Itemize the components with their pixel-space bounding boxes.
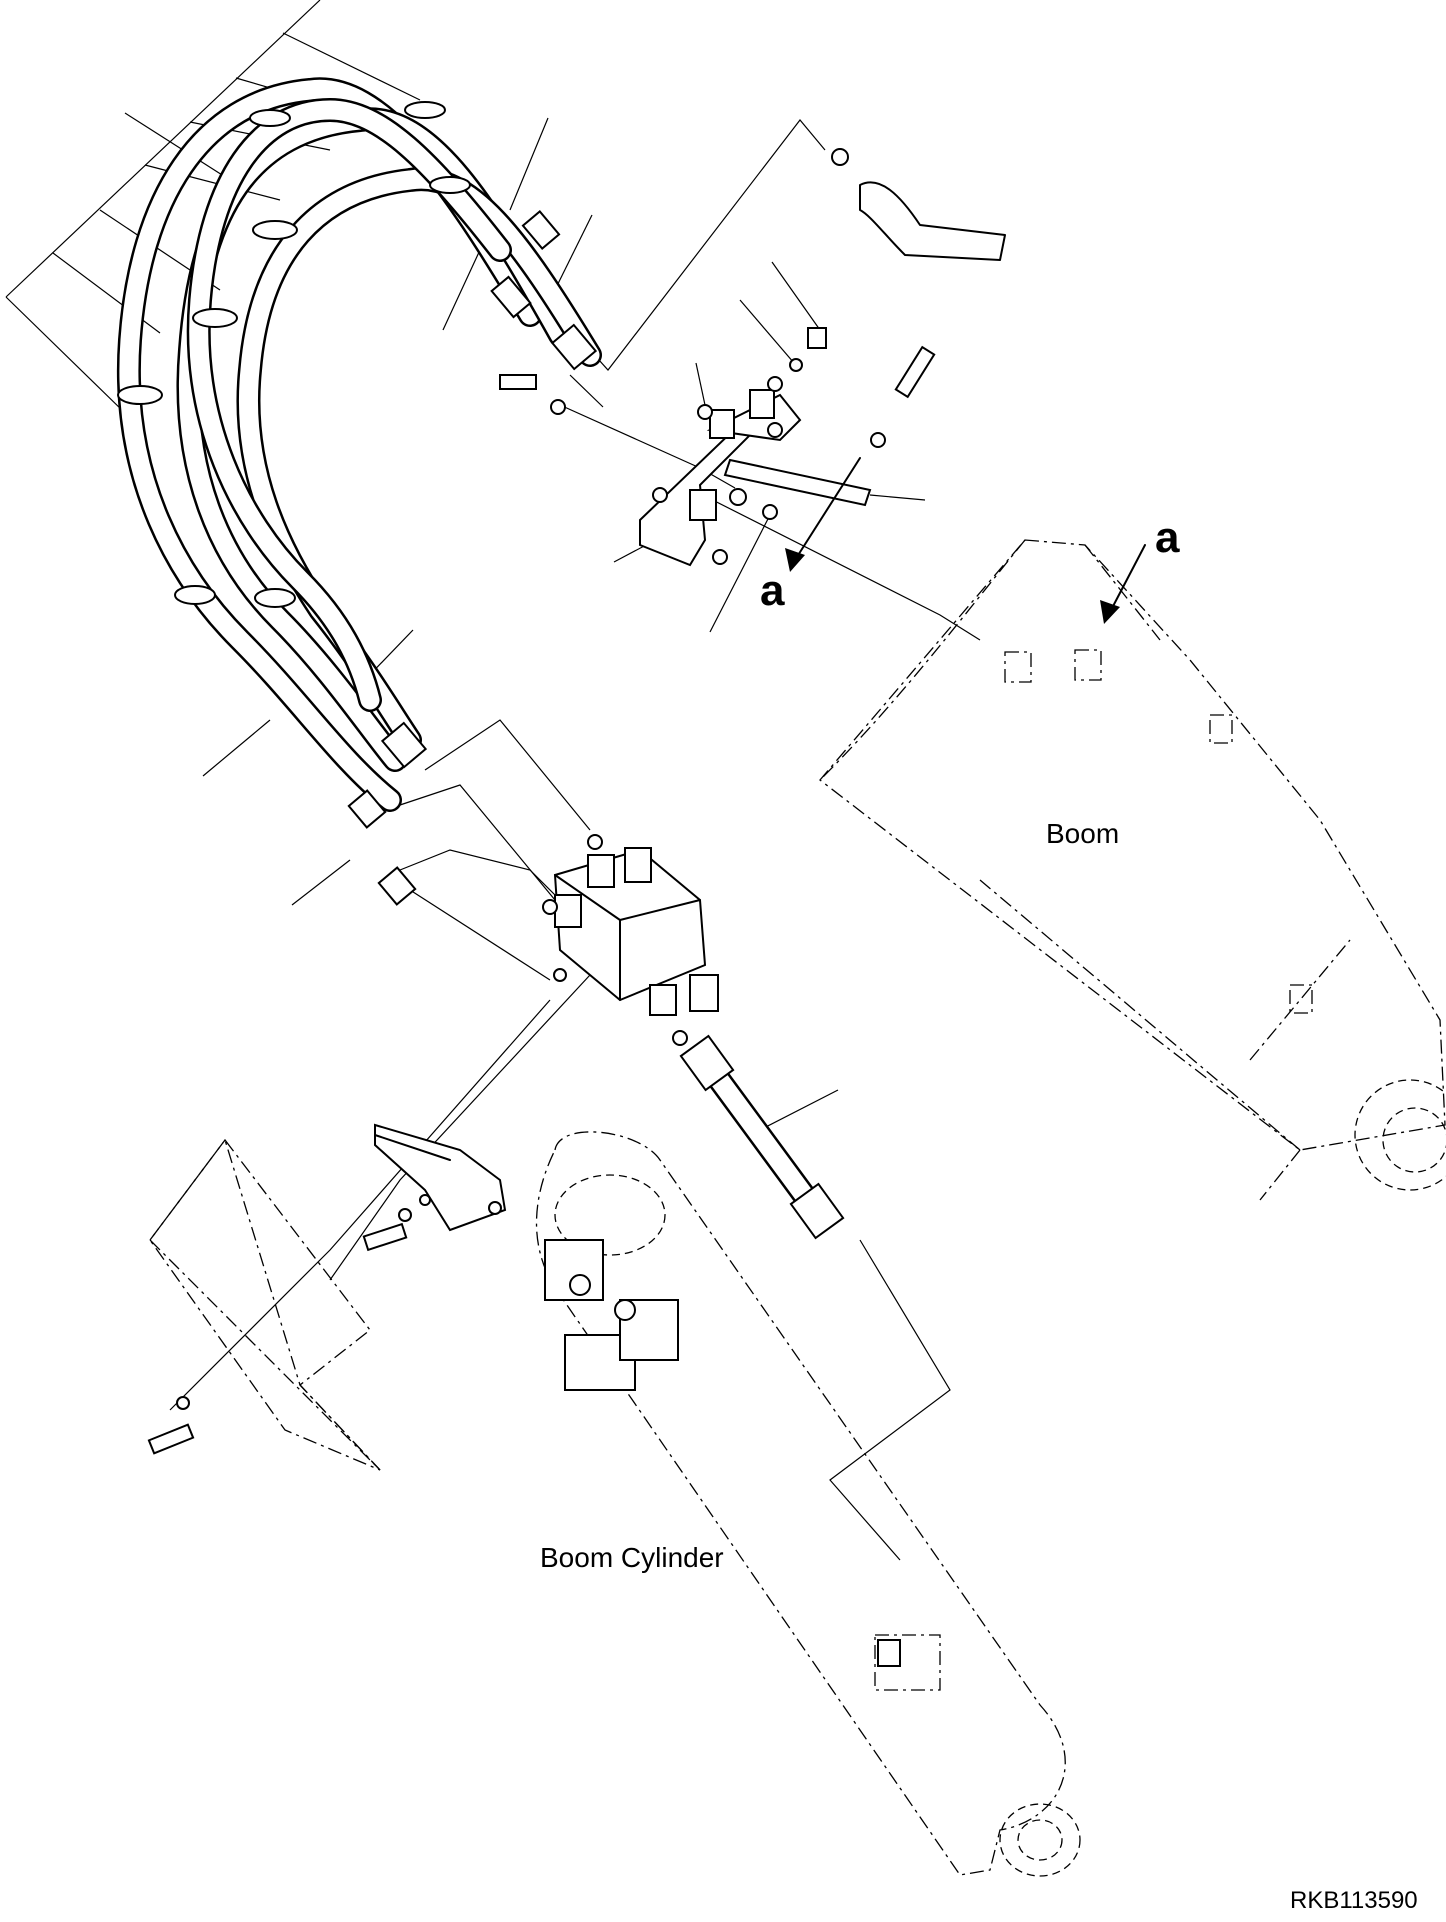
- drawing-number: RKB113590: [1290, 1887, 1418, 1914]
- view-marker-label-2: a: [1155, 513, 1180, 562]
- lower-bracket: [362, 1123, 507, 1252]
- cylinder-hose: [679, 1034, 845, 1240]
- cover-plate: [147, 1138, 381, 1471]
- view-arrow-2: [1100, 544, 1146, 624]
- boom-cylinder-outline: [535, 1131, 1081, 1877]
- boom-label: Boom: [1046, 818, 1119, 849]
- view-marker-label-1: a: [760, 566, 785, 615]
- upper-bracket: [499, 148, 1006, 567]
- view-arrow-1: [785, 457, 861, 572]
- boom-cylinder-label: Boom Cylinder: [540, 1542, 724, 1573]
- hose-assembly: [116, 77, 602, 906]
- boom-outline: [819, 539, 1446, 1201]
- valve-block: [542, 834, 719, 1046]
